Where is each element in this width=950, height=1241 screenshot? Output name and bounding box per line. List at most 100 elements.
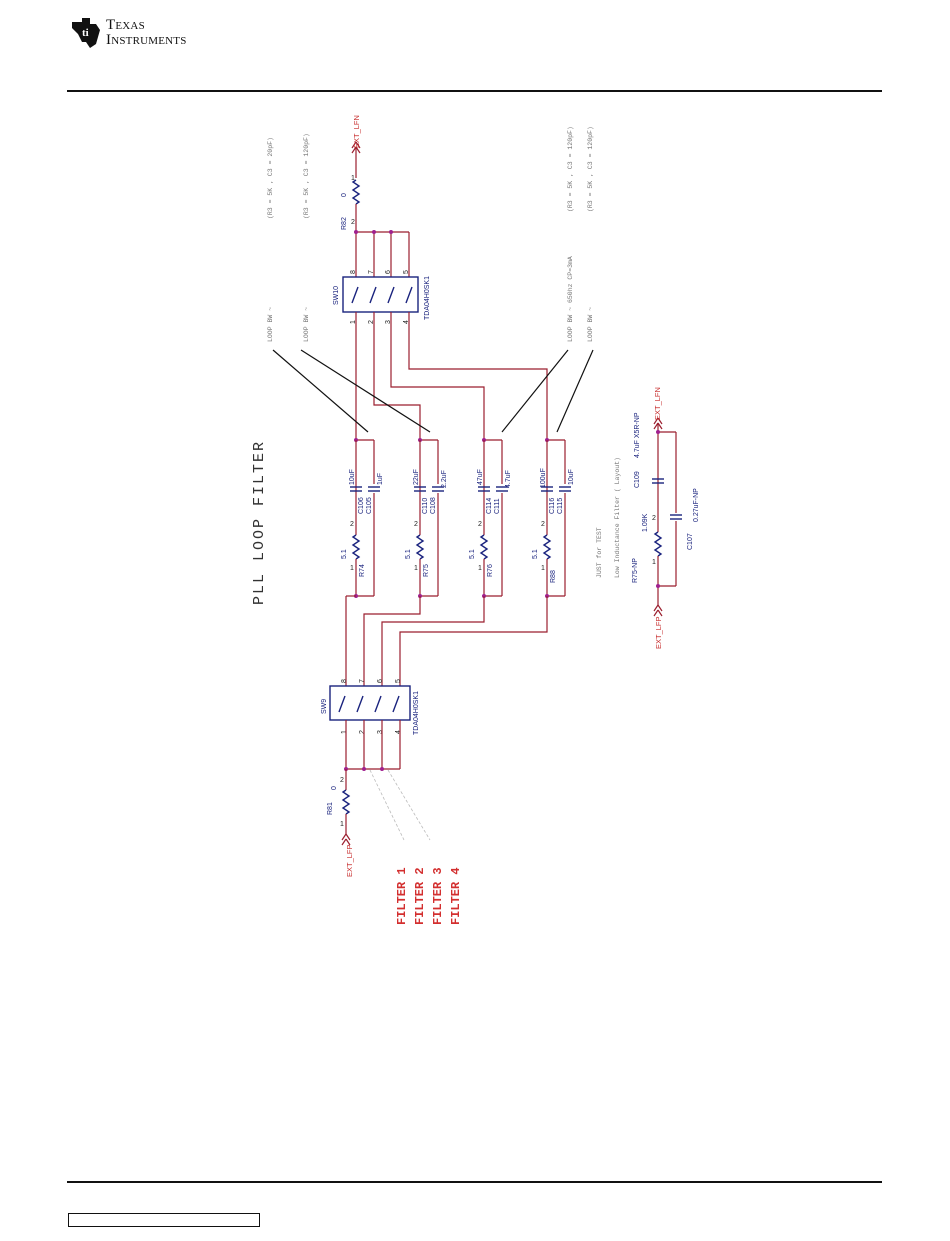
sw10-pin-top: 6 [385, 270, 392, 274]
filter-label: FILTER 3 [431, 867, 445, 925]
c107-ref: C107 [687, 533, 694, 550]
logo-line-2: Instruments [106, 32, 187, 48]
r81-resistor: 2 1 0 R81 [327, 777, 351, 828]
branch-1-r-pin2: 2 [350, 521, 354, 528]
sw9-switch: SW9 TDA04H0SK1 8 7 6 5 1 2 3 4 [321, 679, 420, 735]
branch-4-c-small-ref: C115 [557, 498, 564, 514]
footer-rule [67, 1181, 882, 1183]
c109-ref: C109 [634, 471, 641, 488]
branch-1-r-val: 5.1 [341, 549, 348, 559]
branch-3-r-ref: R76 [487, 564, 494, 577]
branch-4-r-pin2: 2 [541, 521, 545, 528]
branch-4-c-small-val: 10uF [568, 469, 575, 485]
branch-1-c-small-ref: C105 [366, 497, 373, 514]
branch-2-r-ref: R75 [423, 564, 430, 577]
note-r3c3: (R3 = 5K , C3 = 120pF) [587, 126, 594, 212]
note-bw: LOOP BW ~ [303, 307, 310, 342]
filter-label: FILTER 1 [395, 867, 409, 925]
branch-2-c-small-ref: C108 [430, 497, 437, 514]
test-ext-lfn-label: EXT_LFN [653, 387, 662, 420]
sw10-pin-bottom: 4 [403, 320, 410, 324]
ext-lfp-label: EXT_LFP [345, 844, 354, 877]
r75np-val: 1.09K [642, 513, 649, 532]
branch-2-c-small-val: 2.2uF [441, 470, 448, 488]
c107-val: 0.27uF-NP [693, 488, 700, 522]
note-bw: LOOP BW ~ 650hz CP=3mA [567, 256, 574, 342]
ext-lfn-port: EXT_LFN [351, 115, 361, 178]
sw10-pin-bottom: 1 [350, 320, 357, 324]
ext-lfp-port: EXT_LFP [341, 833, 354, 877]
branch-4-r-val: 5.1 [532, 549, 539, 559]
branch-1-c-small-val: 1uF [377, 473, 384, 485]
branch-4-r-pin1: 1 [541, 565, 545, 572]
ti-wordmark: Texas Instruments [106, 18, 187, 48]
branch-4-c-big-ref: C116 [549, 498, 556, 514]
branch-4-r-ref: R88 [550, 570, 557, 583]
r81-pin1: 1 [340, 821, 344, 828]
sw9-pin-bottom: 4 [395, 730, 402, 734]
sw9-pin-top: 7 [359, 679, 366, 683]
r82-ref: R82 [341, 217, 348, 230]
loop-bw-notes: LOOP BW ~ (R3 = 5K , C3 = 20pF) LOOP BW … [267, 126, 594, 342]
branch-2-c-big-val: 22uF [413, 469, 420, 485]
r75np-pin2: 2 [652, 515, 656, 522]
sw9-pin-bottom: 3 [377, 730, 384, 734]
r82-pin2: 2 [351, 219, 355, 226]
header-rule [67, 90, 882, 92]
note-r3c3: (R3 = 5K , C3 = 20pF) [267, 137, 274, 219]
branch-2-r-pin1: 1 [414, 565, 418, 572]
branch-3-c-small-ref: C111 [494, 498, 501, 514]
note-bw: LOOP BW ~ [587, 307, 594, 342]
sw10-switch: SW10 TDA04H0SK1 8 7 6 5 1 2 3 4 [333, 270, 431, 324]
sw9-part: TDA04H0SK1 [413, 691, 420, 735]
branch-3-c-big-val: 47uF [477, 469, 484, 485]
r75np-pin1: 1 [652, 559, 656, 566]
sw10-pin-bottom: 2 [368, 320, 375, 324]
ti-logo: ti [68, 14, 228, 54]
logo-line-1: Texas [106, 17, 145, 33]
r81-value: 0 [331, 786, 338, 790]
branch-2: 22uF C110 C108 2.2uF 5.1 R75 2 1 [405, 438, 448, 598]
sw10-pin-top: 8 [350, 270, 357, 274]
branch-3-r-pin1: 1 [478, 565, 482, 572]
branch-1-r-pin1: 1 [350, 565, 354, 572]
test-note-1: JUST for TEST [596, 527, 603, 578]
svg-text:ti: ti [82, 27, 89, 39]
sw10-part: TDA04H0SK1 [424, 276, 431, 320]
sw9-ref: SW9 [321, 699, 328, 714]
test-filter: JUST for TEST Low Inductance Filter ( La… [596, 387, 700, 649]
test-note-2: Low Inductance Filter ( Layout) [614, 457, 621, 578]
note-r3c3: (R3 = 5K , C3 = 120pF) [567, 126, 574, 212]
branch-3-r-val: 5.1 [469, 549, 476, 559]
branch-3: 47uF C114 C111 4.7uF 5.1 R76 2 1 [469, 438, 512, 598]
sw9-pin-bottom: 1 [341, 730, 348, 734]
r82-pin1: 1 [351, 175, 355, 182]
branch-2-r-pin2: 2 [414, 521, 418, 528]
test-ext-lfp-label: EXT_LFP [654, 616, 663, 649]
filter-label: FILTER 2 [413, 867, 427, 925]
branch-2-c-big-ref: C110 [422, 498, 429, 514]
sw10-pin-top: 7 [368, 270, 375, 274]
branch-1-r-ref: R74 [359, 564, 366, 577]
branch-3-r-pin2: 2 [478, 521, 482, 528]
r75np-ref: R75-NP [632, 558, 639, 583]
branch-4: 100uF C116 C115 10uF 5.1 R88 2 1 [532, 438, 575, 598]
footer-box [68, 1213, 260, 1227]
filter-labels: FILTER 1 FILTER 2 FILTER 3 FILTER 4 [395, 867, 463, 925]
sw9-pin-top: 6 [377, 679, 384, 683]
r81-pin2: 2 [340, 777, 344, 784]
r82-value: 0 [341, 193, 348, 197]
sw10-pin-top: 5 [403, 270, 410, 274]
branch-3-c-big-ref: C114 [486, 498, 493, 514]
sw9-pin-bottom: 2 [359, 730, 366, 734]
branch-2-r-val: 5.1 [405, 549, 412, 559]
sw9-pin-top: 8 [341, 679, 348, 683]
sw10-pin-bottom: 3 [385, 320, 392, 324]
r82-resistor: 1 2 0 R82 [341, 175, 361, 230]
r81-ref: R81 [327, 802, 334, 815]
sw9-pin-top: 5 [395, 679, 402, 683]
c109-val: 4.7uF X5R-NP [634, 412, 641, 458]
branch-3-c-small-val: 4.7uF [505, 470, 512, 488]
note-r3c3: (R3 = 5K , C3 = 120pF) [303, 133, 310, 219]
